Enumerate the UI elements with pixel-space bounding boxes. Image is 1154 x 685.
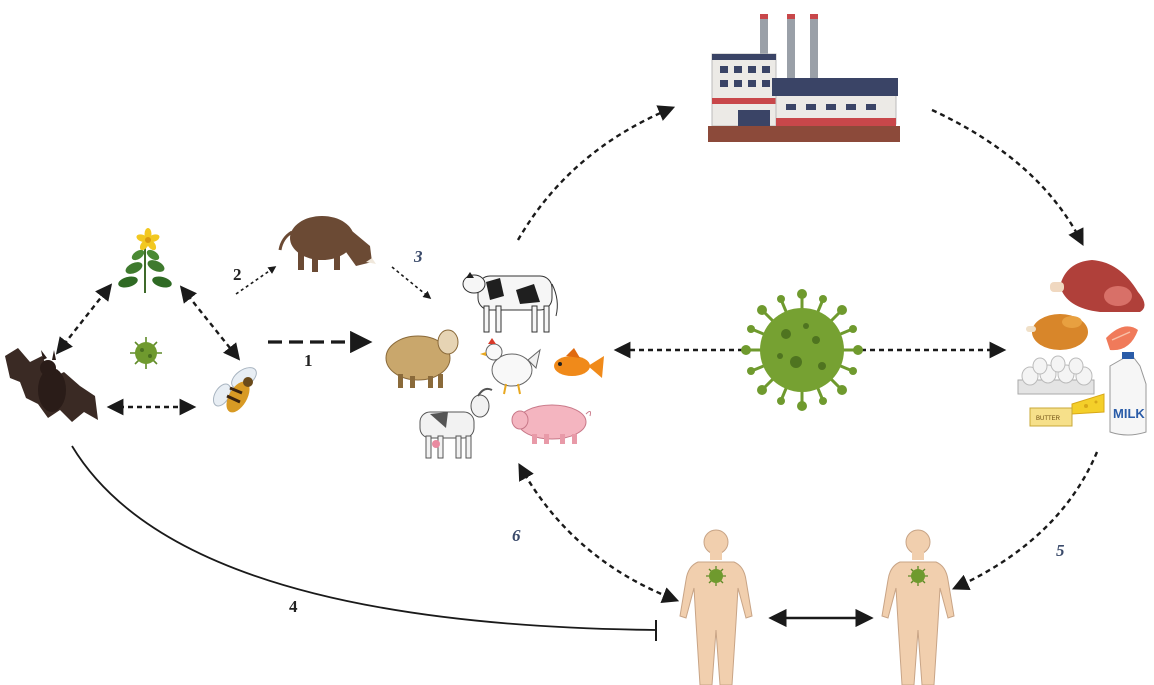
sheep-icon bbox=[385, 329, 459, 388]
bat-icon bbox=[5, 348, 98, 422]
salmon-icon bbox=[1106, 326, 1138, 351]
meat-icon bbox=[1050, 260, 1145, 312]
virus-large-icon bbox=[741, 289, 863, 411]
chicken-roast-icon bbox=[1026, 314, 1088, 350]
plant-icon bbox=[118, 228, 172, 293]
route-label-5: 5 bbox=[1056, 541, 1065, 560]
butter-label: BUTTER bbox=[1036, 416, 1061, 422]
arrow-factory-food bbox=[931, 108, 1084, 246]
human-left-icon bbox=[679, 529, 753, 685]
arrow-route-2 bbox=[235, 266, 277, 295]
arrows bbox=[55, 105, 1099, 641]
arrow-plant-bee bbox=[179, 285, 241, 361]
route-label-3: 3 bbox=[413, 247, 423, 266]
milk-label: MILK bbox=[1113, 406, 1145, 421]
route-label-4: 4 bbox=[289, 597, 298, 616]
boar-icon bbox=[278, 216, 376, 272]
goat-icon bbox=[419, 387, 493, 459]
bee-icon bbox=[212, 367, 257, 413]
arrow-route-4 bbox=[71, 445, 657, 631]
arrow-animals-factory bbox=[516, 105, 676, 241]
fish-icon bbox=[554, 348, 604, 378]
human-right-icon bbox=[881, 529, 955, 685]
eggs-icon bbox=[1017, 355, 1095, 395]
route-label-1: 1 bbox=[304, 351, 313, 370]
pig-icon bbox=[511, 404, 591, 444]
arrow-route-5 bbox=[951, 451, 1099, 591]
route-label-6: 6 bbox=[512, 526, 521, 545]
cheese-icon bbox=[1071, 393, 1105, 415]
virus-small-icon bbox=[130, 337, 162, 369]
factory-icon bbox=[708, 14, 900, 142]
arrow-bat-plant bbox=[55, 283, 113, 355]
cow-icon bbox=[462, 272, 558, 333]
butter-icon: BUTTER bbox=[1029, 407, 1073, 427]
milk-jug-icon: MILK bbox=[1109, 352, 1147, 436]
chicken-icon bbox=[480, 338, 541, 395]
arrow-route-6 bbox=[518, 463, 680, 604]
arrow-route-3 bbox=[391, 266, 432, 300]
route-label-2: 2 bbox=[233, 265, 242, 284]
